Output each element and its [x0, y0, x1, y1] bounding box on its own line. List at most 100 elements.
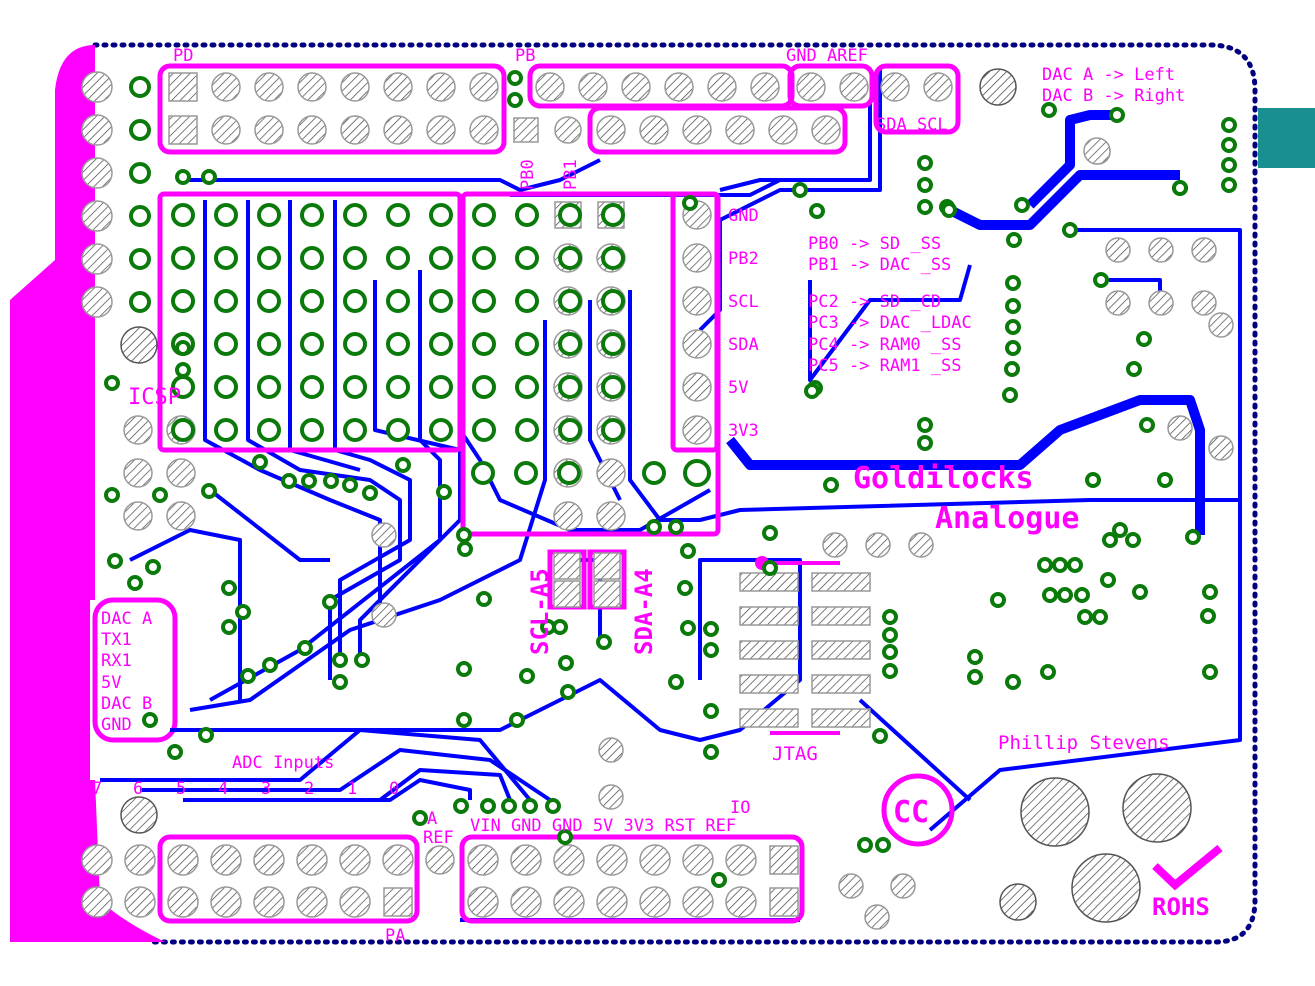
via [501, 798, 517, 814]
via [1112, 522, 1128, 538]
pad [880, 72, 910, 102]
via [1157, 472, 1173, 488]
rohs-logo: ROHS [1152, 893, 1210, 921]
pad [1208, 312, 1234, 338]
via [342, 477, 358, 493]
via [171, 203, 195, 227]
via [545, 798, 561, 814]
via [214, 203, 238, 227]
pad [725, 844, 757, 876]
pad [639, 844, 671, 876]
pad [340, 115, 370, 145]
pad [426, 115, 456, 145]
via [145, 559, 161, 575]
via [456, 712, 472, 728]
via [917, 177, 933, 193]
via [386, 418, 410, 442]
via [668, 519, 684, 535]
via [1040, 664, 1056, 680]
via [257, 418, 281, 442]
via [557, 461, 581, 485]
via [300, 289, 324, 313]
via [1132, 584, 1148, 600]
side-label: GND [728, 206, 759, 226]
via [967, 649, 983, 665]
pad [469, 115, 499, 145]
via [1100, 572, 1116, 588]
pad [890, 873, 916, 899]
via [171, 246, 195, 270]
board-outline [92, 42, 1258, 945]
pad [596, 115, 626, 145]
via [507, 70, 523, 86]
via [1005, 298, 1021, 314]
via [1221, 137, 1237, 153]
pad [908, 532, 934, 558]
pad [553, 844, 585, 876]
jtag-pad [739, 640, 799, 660]
via [1126, 361, 1142, 377]
pad [1105, 290, 1131, 316]
label-sda-a4: SDA-A4 [630, 568, 658, 655]
side-label: SCL [728, 292, 759, 312]
pad [469, 72, 499, 102]
pad [339, 886, 371, 918]
via [472, 375, 496, 399]
jtag-pad [739, 708, 799, 728]
pad [796, 72, 826, 102]
pad [166, 458, 196, 488]
label-gnd-aref: GND AREF [786, 46, 868, 66]
pad [123, 415, 153, 445]
via [1136, 331, 1152, 347]
pad [725, 115, 755, 145]
via [429, 203, 453, 227]
via [240, 668, 256, 684]
via [522, 798, 538, 814]
via [917, 417, 933, 433]
via [1102, 532, 1118, 548]
pad [124, 844, 156, 876]
via [107, 553, 123, 569]
pad [1191, 290, 1217, 316]
dac-map-a: DAC A -> Left [1042, 65, 1175, 85]
via [857, 837, 873, 853]
via [1092, 609, 1108, 625]
via [429, 332, 453, 356]
via [552, 619, 568, 635]
via [703, 621, 719, 637]
pad [768, 115, 798, 145]
via [1037, 557, 1053, 573]
via [252, 454, 268, 470]
via [235, 604, 251, 620]
jtag-pad [811, 674, 871, 694]
via [456, 527, 472, 543]
pad [621, 72, 651, 102]
via [322, 594, 338, 610]
via [214, 246, 238, 270]
via [1006, 232, 1022, 248]
pad [168, 72, 198, 102]
via [129, 291, 151, 313]
via [175, 169, 191, 185]
pad [1208, 435, 1234, 461]
side-label: 3V3 [728, 421, 759, 441]
pad [639, 886, 671, 918]
pad [510, 886, 542, 918]
via [711, 872, 727, 888]
via [472, 418, 496, 442]
pad [593, 580, 621, 608]
via [201, 169, 217, 185]
via [129, 162, 151, 184]
via [872, 728, 888, 744]
pad [81, 71, 113, 103]
label-pa: PA [385, 926, 405, 946]
via [429, 418, 453, 442]
pad [510, 844, 542, 876]
via [476, 591, 492, 607]
pad [596, 458, 626, 488]
via [762, 560, 778, 576]
rohs-check-icon [1152, 844, 1223, 891]
pad [554, 116, 582, 144]
pad [682, 286, 712, 316]
via [1057, 587, 1073, 603]
